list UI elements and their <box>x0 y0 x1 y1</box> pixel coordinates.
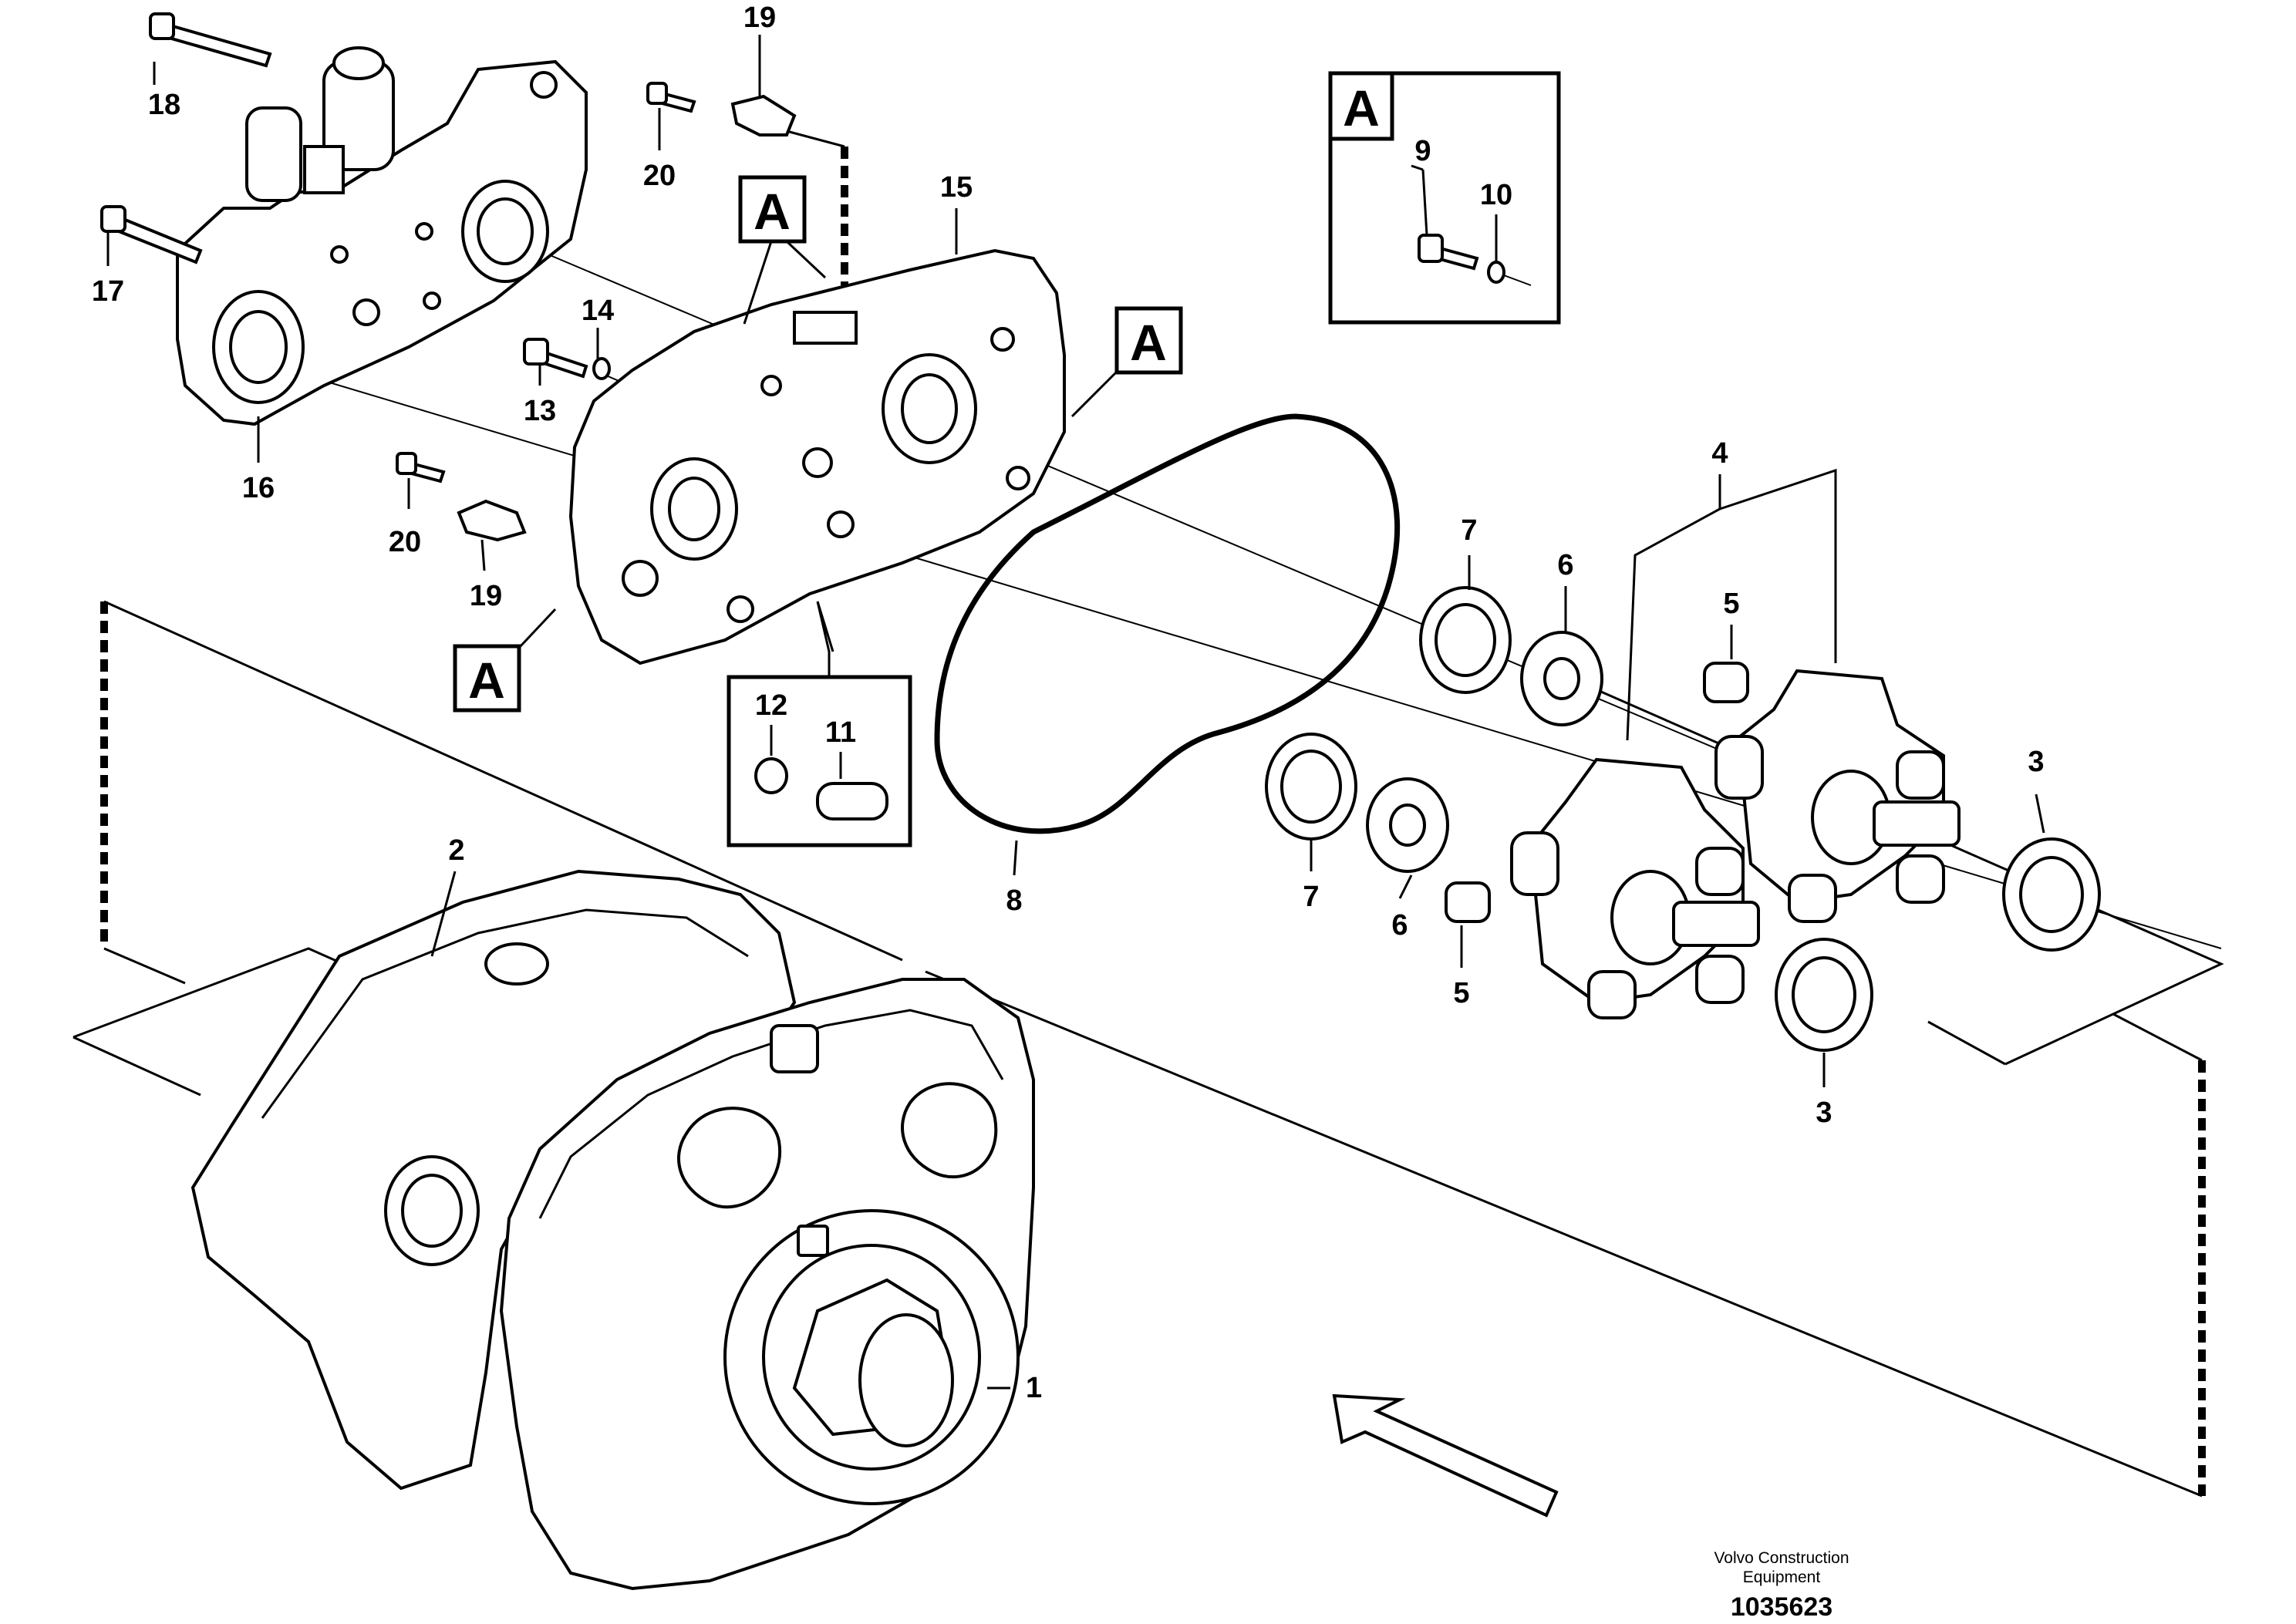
callout-20-lower: 20 <box>389 526 421 558</box>
detail-box-a-marker: A <box>1343 79 1380 136</box>
footer: Volvo Construction Equipment 1035623 <box>1714 1549 1849 1622</box>
bearing-part-3-lower <box>1775 938 1873 1052</box>
screw-part-18 <box>149 12 272 68</box>
marker-a-left: A <box>453 608 557 713</box>
bearing-part-7-upper <box>1419 586 1512 694</box>
callout-labels: 1 2 3 3 4 5 5 6 6 7 7 8 9 10 11 12 13 14… <box>92 2 2045 1404</box>
svg-text:A: A <box>754 183 791 240</box>
callout-20-upper: 20 <box>643 160 676 192</box>
callout-7-upper: 7 <box>1461 514 1477 547</box>
callout-1: 1 <box>1026 1372 1042 1404</box>
marker-a-top: A <box>738 175 827 325</box>
cover-plate-part-15 <box>568 248 1066 665</box>
bearing-part-7-lower <box>1265 733 1357 841</box>
callout-4: 4 <box>1711 437 1728 470</box>
callout-12: 12 <box>755 689 787 722</box>
callout-8: 8 <box>1006 884 1022 917</box>
callout-14: 14 <box>582 295 614 327</box>
sensor-part-19-lower <box>457 499 527 542</box>
callout-3-upper: 3 <box>2028 746 2044 778</box>
drawing-number: 1035623 <box>1731 1592 1832 1622</box>
pin-part-5-upper <box>1703 662 1749 703</box>
rotor-part-4-upper <box>1714 669 1961 923</box>
callout-3-lower: 3 <box>1816 1097 1832 1129</box>
shim-part-6-upper <box>1520 631 1603 726</box>
callout-7-lower: 7 <box>1303 881 1319 913</box>
callout-2: 2 <box>448 834 464 867</box>
callout-11: 11 <box>825 716 856 749</box>
screw-part-20-lower <box>396 452 446 483</box>
svg-text:A: A <box>468 652 505 709</box>
detail-box-a: A <box>1328 71 1561 325</box>
valve-housing-part-16 <box>176 46 588 426</box>
sensor-part-19-upper <box>730 94 797 136</box>
callout-17: 17 <box>92 275 124 308</box>
callout-13: 13 <box>524 395 556 427</box>
bearing-part-3-upper <box>2002 837 2101 952</box>
callout-5-upper: 5 <box>1723 588 1739 620</box>
o-ring-part-12 <box>754 757 788 794</box>
callout-5-lower: 5 <box>1453 977 1469 1009</box>
assembly-direction-arrow <box>1332 1393 1559 1518</box>
footer-company-line2: Equipment <box>1743 1568 1821 1586</box>
washer-part-14 <box>592 357 611 380</box>
pin-part-5-lower <box>1445 881 1491 923</box>
callout-18: 18 <box>148 89 180 121</box>
svg-text:A: A <box>1130 314 1167 371</box>
marker-a-right: A <box>1070 306 1183 418</box>
screw-part-17 <box>100 205 203 264</box>
callout-10: 10 <box>1480 179 1512 211</box>
pin-part-11 <box>816 782 888 820</box>
callout-19-upper: 19 <box>743 2 776 34</box>
callout-9: 9 <box>1414 135 1431 167</box>
callout-6-upper: 6 <box>1557 549 1573 581</box>
callout-6-lower: 6 <box>1391 909 1408 942</box>
callout-16: 16 <box>242 472 275 504</box>
rotor-part-4-lower <box>1510 757 1760 1019</box>
housing-part-1 <box>499 978 1035 1591</box>
assembly-plane-outline <box>72 130 2224 1498</box>
callout-15: 15 <box>940 171 973 204</box>
shim-part-6-lower <box>1366 777 1449 873</box>
detail-box-parts-11-12 <box>727 601 912 847</box>
screw-part-13 <box>523 338 588 379</box>
gasket-part-8 <box>934 413 1401 834</box>
leader-lines <box>106 35 2045 1390</box>
footer-company-line1: Volvo Construction <box>1714 1549 1849 1567</box>
screw-part-20-upper <box>646 82 696 113</box>
callout-19-lower: 19 <box>470 580 502 612</box>
